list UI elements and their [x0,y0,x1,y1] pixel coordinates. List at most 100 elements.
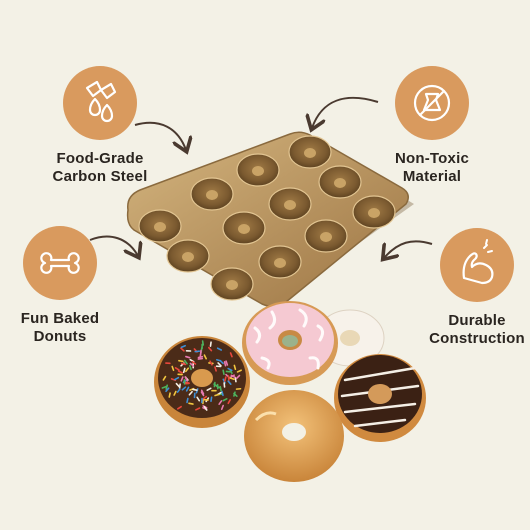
no-toxin-icon [413,84,451,122]
donut-pan [126,131,414,308]
sprinkle [201,340,205,346]
donut-pile [154,301,426,482]
sprinkle [216,347,223,351]
sprinkle [223,361,227,367]
sprinkle [186,397,189,404]
sprinkle [233,364,237,371]
sprinkle [180,362,187,366]
sprinkle [218,400,223,406]
sprinkle [184,376,189,382]
sprinkle [171,365,175,372]
fun-baked-circle [23,226,97,300]
sprinkle [215,358,222,362]
sprinkle [227,380,232,385]
sprinkle [189,362,195,367]
sprinkle [214,393,220,397]
sprinkle [203,354,208,360]
sprinkle [177,370,183,374]
sprinkle [222,398,228,402]
sprinkle [188,402,194,405]
sprinkle [175,382,180,388]
sprinkle [209,360,213,366]
sprinkle [180,376,184,382]
sprinkle [217,362,222,367]
feature-durable: Durable Construction [424,228,530,348]
fun-baked-line2: Donuts [33,328,87,345]
pan-cavity-center [252,166,264,176]
non-toxic-line2: Material [402,168,462,185]
arrow-fun-baked [89,235,138,256]
sprinkle [185,355,191,359]
pan-cavity-center [334,178,346,188]
sprinkle [174,376,180,381]
pan-cavity-center [284,200,296,210]
sprinkle [197,355,204,359]
non-toxic-circle [395,66,469,140]
sprinkle [227,375,230,381]
durable-line2: Construction [429,330,525,347]
arrow-durable [384,240,433,258]
sprinkle [220,404,224,411]
sprinkle [182,367,186,374]
feature-fun-baked: Fun Baked Donuts [8,226,112,346]
durable-circle [440,228,514,302]
pan-cavity-center [226,280,238,290]
sprinkle [189,364,192,371]
food-grade-circle [63,66,137,140]
sprinkle [208,346,213,352]
sprinkle [221,390,224,397]
sprinkle [195,407,201,411]
sprinkle [219,385,222,392]
sprinkle [180,347,185,352]
pan-cavity-center [320,232,332,242]
sprinkle [229,352,233,358]
pan-cavity-center [206,190,218,200]
pan-cavity-center [304,148,316,158]
pan-cavity-center [274,258,286,268]
sprinkle [168,392,171,398]
sprinkle [185,386,190,392]
sprinkle [165,387,170,393]
sprinkle [192,388,198,392]
sprinkle [181,386,187,391]
fun-baked-line1: Fun Baked [20,310,100,327]
sprinkle [222,369,225,376]
sprinkle [200,391,205,397]
sprinkle [174,367,180,371]
sprinkle [235,374,241,380]
sprinkle [202,395,208,400]
sprinkle [230,374,236,379]
sprinkle [225,360,229,366]
sprinkle [178,383,181,389]
feature-non-toxic: Non-Toxic Material [372,66,492,186]
sprinkle [161,385,167,389]
sprinkle [176,388,181,393]
sprinkle [185,367,190,373]
sprinkle [162,375,167,381]
non-toxic-line1: Non-Toxic [394,150,470,167]
sprinkle [180,344,186,349]
sprinkle [200,389,205,395]
sprinkle [236,369,242,373]
sprinkle [234,376,237,383]
pan-cavity-center [182,252,194,262]
sprinkle [197,357,204,360]
sprinkle [209,341,212,347]
sprinkle [203,405,208,411]
sprinkle [223,376,227,382]
food-grade-line2: Carbon Steel [52,168,148,185]
pan-cavity-center [238,224,250,234]
bone-icon [40,252,80,274]
sprinkle [206,387,212,391]
arrow-food-grade [134,121,186,150]
feature-food-grade: Food-Grade Carbon Steel [40,66,160,186]
sprinkle [191,360,197,365]
sprinkle [188,390,193,396]
sprinkle [177,405,182,410]
sprinkle [173,390,177,396]
sprinkle [165,384,169,390]
arrow-non-toxic [312,96,379,128]
pan-cavity-center [154,222,166,232]
